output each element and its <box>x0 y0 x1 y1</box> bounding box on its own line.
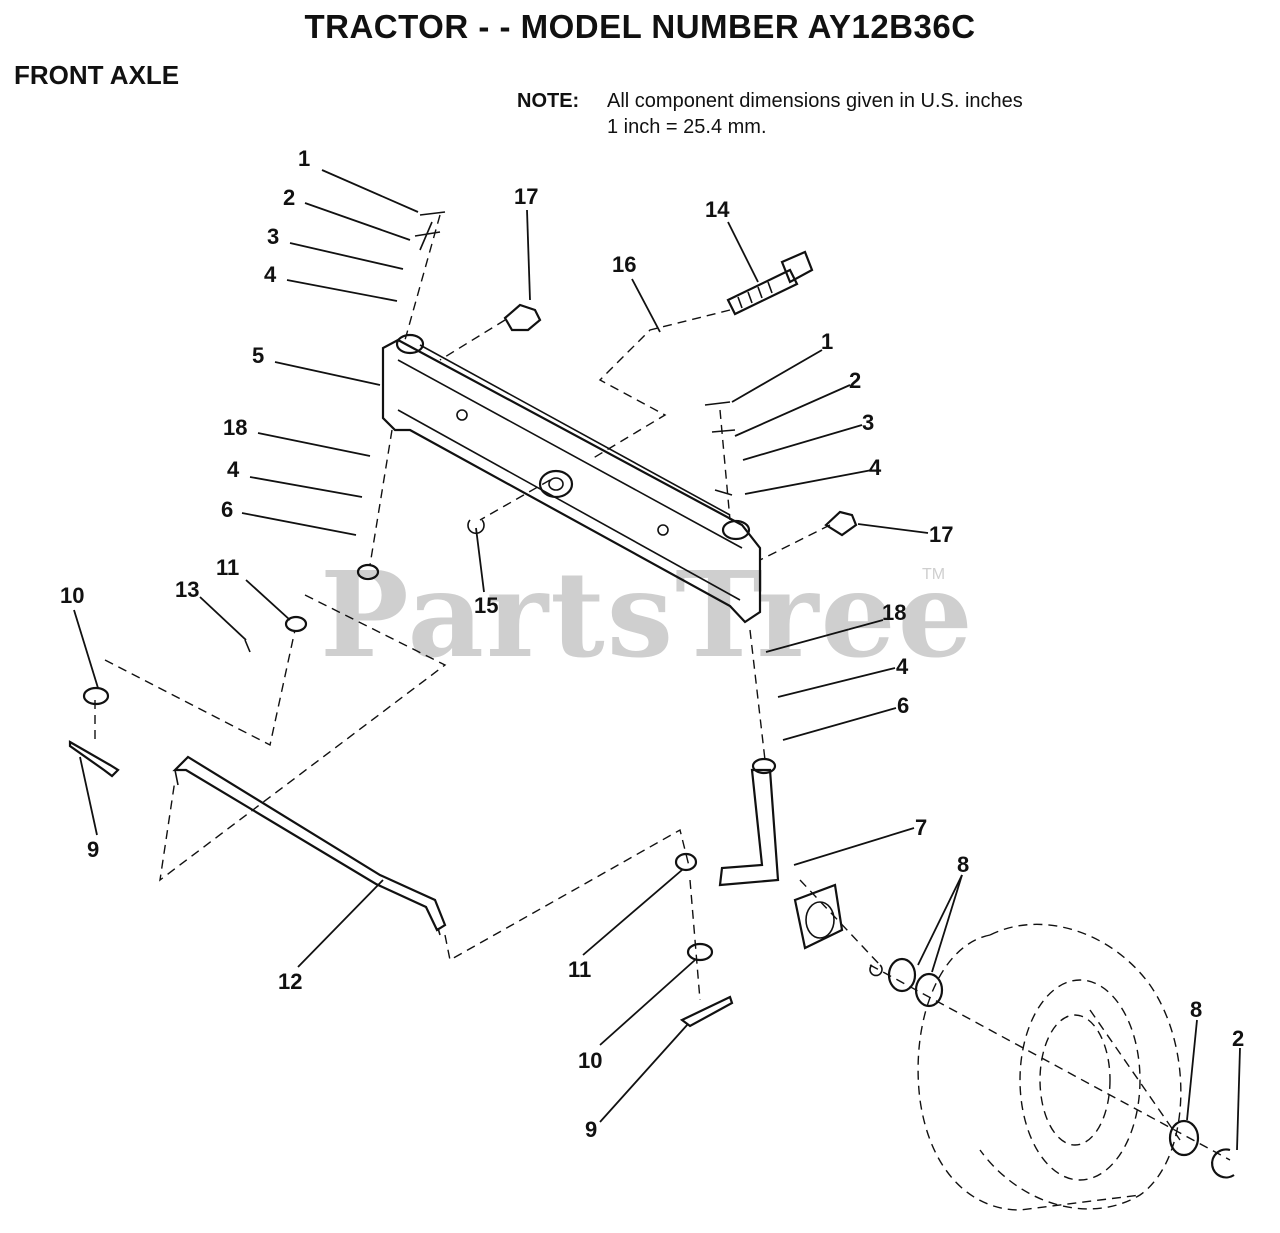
leader-lines <box>73 169 1241 1151</box>
page-title: TRACTOR - - MODEL NUMBER AY12B36C <box>304 8 976 45</box>
callout-labels: 1 2 3 4 5 18 4 6 17 14 16 1 2 3 4 17 15 … <box>60 146 1244 1142</box>
callout-c4d: 4 <box>896 654 909 679</box>
callout-c15: 15 <box>474 593 498 618</box>
note-text-line1: All component dimensions given in U.S. i… <box>607 90 1023 112</box>
callout-c2a: 2 <box>283 185 295 210</box>
front-tire <box>917 923 1182 1211</box>
callout-c10a: 10 <box>60 583 84 608</box>
callout-c1b: 1 <box>821 329 833 354</box>
callout-c6b: 6 <box>897 693 909 718</box>
note-label: NOTE: <box>517 90 580 112</box>
callout-c3a: 3 <box>267 224 279 249</box>
callout-c16: 16 <box>612 252 636 277</box>
callout-c1a: 1 <box>298 146 310 171</box>
spindle <box>718 768 844 950</box>
hardware-right <box>674 852 734 1028</box>
pin-stack-left <box>414 211 446 251</box>
drag-link <box>172 755 447 936</box>
note-text-line2: 1 inch = 25.4 mm. <box>607 116 767 138</box>
watermark: PartsTree <box>320 545 975 684</box>
callout-c3b: 3 <box>862 410 874 435</box>
callout-c2b: 2 <box>849 368 861 393</box>
pivot-bushing <box>467 469 574 535</box>
callout-c4b: 4 <box>227 457 240 482</box>
callout-c4c: 4 <box>869 455 882 480</box>
callout-c2c: 2 <box>1232 1026 1244 1051</box>
spacer-right <box>751 757 777 775</box>
callout-c17a: 17 <box>514 184 538 209</box>
callout-c11b: 11 <box>568 957 591 982</box>
callout-c5: 5 <box>252 343 264 368</box>
callout-c9a: 9 <box>87 837 99 862</box>
callout-c4a: 4 <box>264 262 277 287</box>
callout-c14: 14 <box>705 197 730 222</box>
spacer-left <box>356 563 380 581</box>
callout-c7: 7 <box>915 815 927 840</box>
callout-c12: 12 <box>278 969 302 994</box>
grease-fitting-left <box>503 303 542 332</box>
callout-c18a: 18 <box>223 415 247 440</box>
grease-fitting-right <box>824 510 858 537</box>
axle-beam <box>381 333 762 624</box>
callout-c10b: 10 <box>578 1048 602 1073</box>
callout-c18b: 18 <box>882 600 906 625</box>
callout-c9b: 9 <box>585 1117 597 1142</box>
washers-and-clip <box>869 957 1235 1179</box>
pin-stack-right <box>704 401 736 496</box>
watermark-trademark: TM <box>922 566 946 583</box>
assembly-dashed-lines <box>94 214 1231 1161</box>
callout-c8a: 8 <box>957 852 969 877</box>
callout-c11a: 11 <box>216 555 239 580</box>
callout-c13: 13 <box>175 577 199 602</box>
callout-c17b: 17 <box>929 522 953 547</box>
callout-c6a: 6 <box>221 497 233 522</box>
hardware-left <box>68 615 308 778</box>
pivot-bolt <box>726 250 814 316</box>
callout-c8b: 8 <box>1190 997 1202 1022</box>
section-title: FRONT AXLE <box>14 60 180 90</box>
